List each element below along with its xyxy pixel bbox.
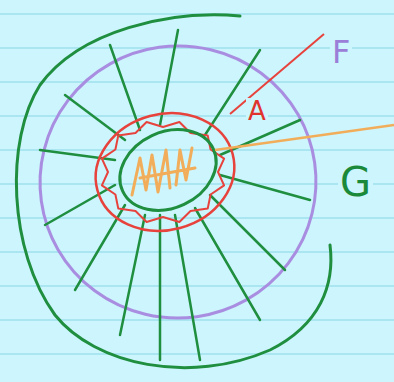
callout-label: F bbox=[330, 36, 352, 68]
outer-curve bbox=[16, 15, 331, 368]
orange-leader bbox=[215, 125, 394, 150]
inner-blob bbox=[107, 114, 230, 225]
callout-label: A bbox=[246, 98, 268, 124]
orange-hatching bbox=[132, 148, 195, 195]
purple-ring bbox=[22, 28, 333, 336]
callout-label: G bbox=[338, 162, 373, 202]
red-leader bbox=[230, 34, 324, 114]
red-ring bbox=[82, 98, 247, 246]
